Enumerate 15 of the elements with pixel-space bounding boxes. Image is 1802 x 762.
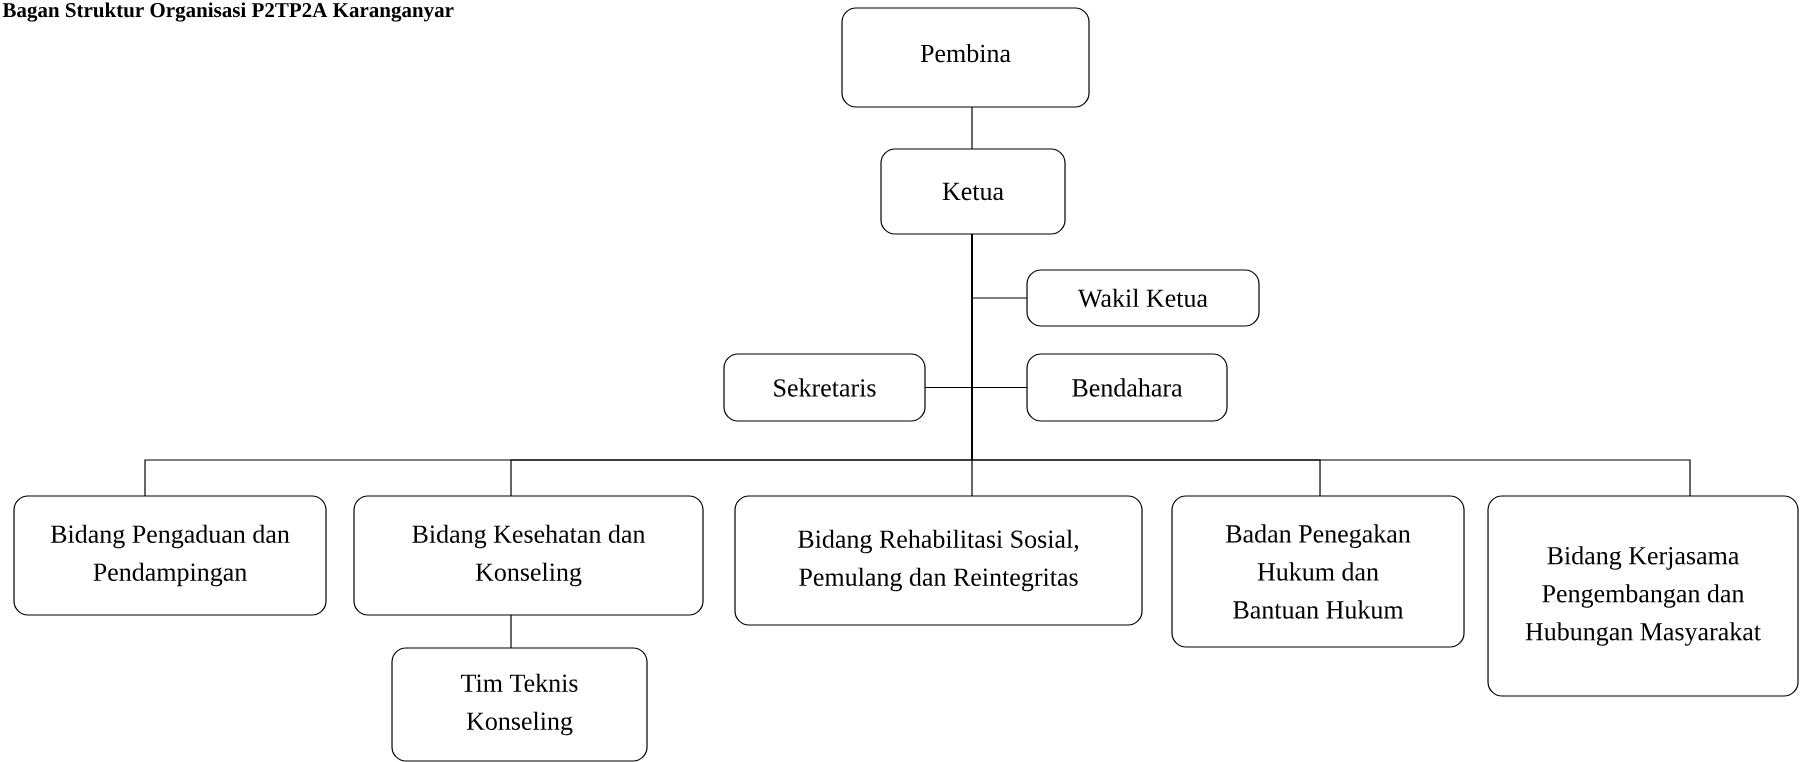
org-box: Badan Penegakan Hukum dan Bantuan Hukum bbox=[1171, 495, 1465, 648]
org-box: Bidang Kerjasama Pengembangan dan Hubungan Masyarakat bbox=[1487, 495, 1799, 697]
title: Bagan Struktur Organisasi P2TP2A Karanganyar bbox=[2, 2, 454, 22]
org-box: Tim Teknis Konseling bbox=[391, 647, 648, 762]
org-box: Pembina bbox=[841, 7, 1090, 108]
connector-line bbox=[971, 233, 1691, 497]
org-box: Bendahara bbox=[1026, 353, 1228, 422]
org-box: Sekretaris bbox=[723, 353, 926, 422]
connector-line bbox=[971, 106, 973, 150]
connector-line bbox=[510, 614, 512, 649]
org-box: Bidang Kesehatan dan Konseling bbox=[353, 495, 704, 616]
org-box: Bidang Pengaduan dan Pendampingan bbox=[13, 495, 327, 616]
org-box: Bidang Rehabilitasi Sosial, Pemulang dan Reintegritas bbox=[734, 495, 1143, 626]
org-box: Ketua bbox=[880, 148, 1066, 235]
org-box: Wakil Ketua bbox=[1026, 269, 1260, 327]
